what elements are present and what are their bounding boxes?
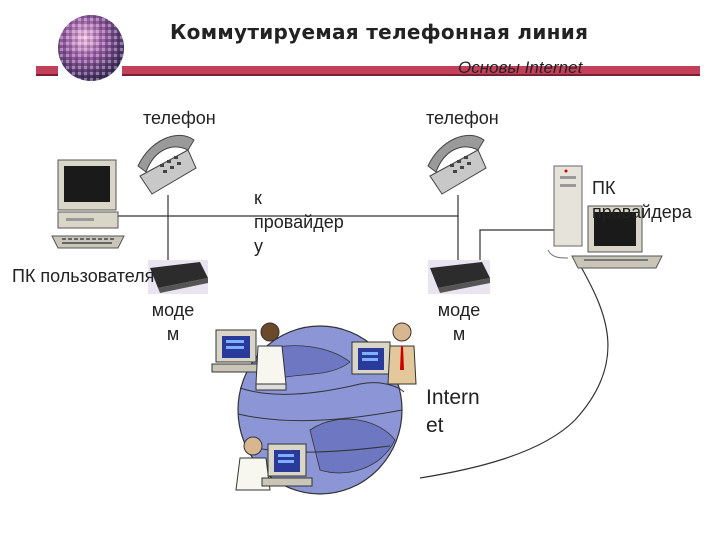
telephone-left-icon	[137, 134, 197, 195]
internet-line-1: Intern	[426, 386, 480, 409]
header-accent-bar	[36, 66, 700, 76]
connection-lines	[118, 195, 609, 479]
to-provider-label: к провайдер у	[254, 186, 344, 258]
user-pc-icon	[51, 159, 125, 249]
telephone-right-icon	[427, 134, 487, 195]
modem-left-label: моде м	[150, 298, 196, 346]
modem-right-icon	[428, 260, 490, 294]
provider-pc-label: ПК провайдера	[592, 176, 692, 224]
globe-logo-icon	[58, 14, 124, 82]
user-workstation-man-icon	[351, 322, 417, 385]
user-workstation-woman-icon	[211, 322, 287, 391]
phone-right-label: телефон	[426, 108, 499, 128]
line-modem-to-provider	[479, 229, 555, 265]
internet-line-2: et	[426, 414, 444, 437]
line-provider-to-internet	[419, 264, 609, 479]
line-user-pc-to-modem	[118, 215, 169, 265]
modem-right-label: моде м	[436, 298, 482, 346]
internet-label: Intern et	[426, 384, 480, 440]
modem-left-line-1: моде	[151, 300, 195, 320]
phone-left-label: телефон	[143, 108, 216, 128]
user-pc-label: ПК пользователя	[12, 266, 155, 286]
slide-title: Коммутируемая телефонная линия	[170, 20, 589, 44]
provider-pc-line-1: ПК	[592, 178, 616, 198]
provider-pc-icon	[547, 165, 663, 269]
to-provider-line-1: к	[254, 188, 262, 208]
to-provider-line-3: у	[254, 236, 263, 256]
user-workstation-woman-bottom-icon	[235, 436, 313, 491]
slide-subtitle: Основы Internet	[458, 58, 583, 77]
modem-right-line-2: м	[452, 324, 466, 344]
modem-left-line-2: м	[166, 324, 180, 344]
modem-right-line-1: моде	[437, 300, 481, 320]
to-provider-line-2: провайдер	[254, 212, 344, 232]
provider-pc-line-2: провайдера	[592, 202, 692, 222]
modem-left-icon	[148, 260, 208, 294]
